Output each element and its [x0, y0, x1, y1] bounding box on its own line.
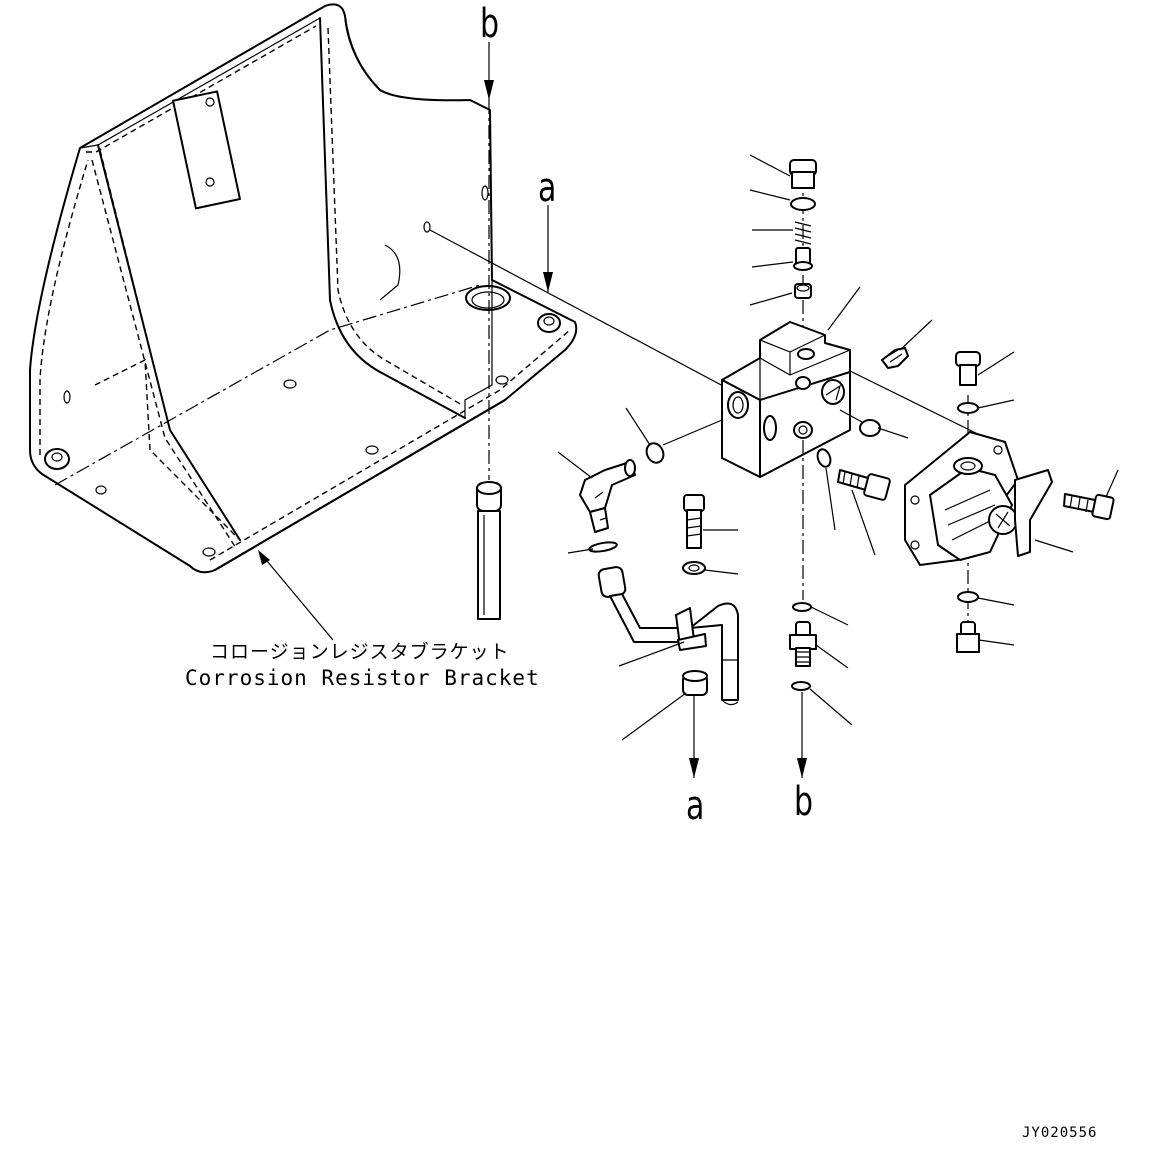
resistor-head [904, 351, 1119, 653]
line-a-top [543, 205, 553, 292]
clamp-bolt-stack [621, 494, 739, 778]
corrosion-resistor-bracket [29, 3, 578, 574]
valve-block [721, 286, 861, 478]
plug-stack [749, 154, 817, 350]
bracket-name-jp: コロージョンレジスタブラケット [210, 641, 510, 663]
bracket-leader [258, 550, 334, 641]
label-b-bottom: b [794, 779, 814, 825]
line-b-top [476, 42, 502, 620]
tube-assembly [597, 566, 739, 706]
elbow-fitting [557, 451, 636, 554]
label-a-bottom: a [686, 783, 705, 829]
breather-fitting [881, 319, 933, 369]
alignment-line [429, 229, 741, 396]
mounting-bolt [837, 469, 891, 556]
label-a-top: a [538, 165, 557, 211]
figure-code: JY020556 [1022, 1125, 1098, 1141]
bracket-name-en: Corrosion Resistor Bracket [185, 666, 540, 690]
lower-stack-b [789, 440, 853, 778]
o-rings-block [625, 407, 909, 531]
label-b-top: b [480, 1, 500, 47]
